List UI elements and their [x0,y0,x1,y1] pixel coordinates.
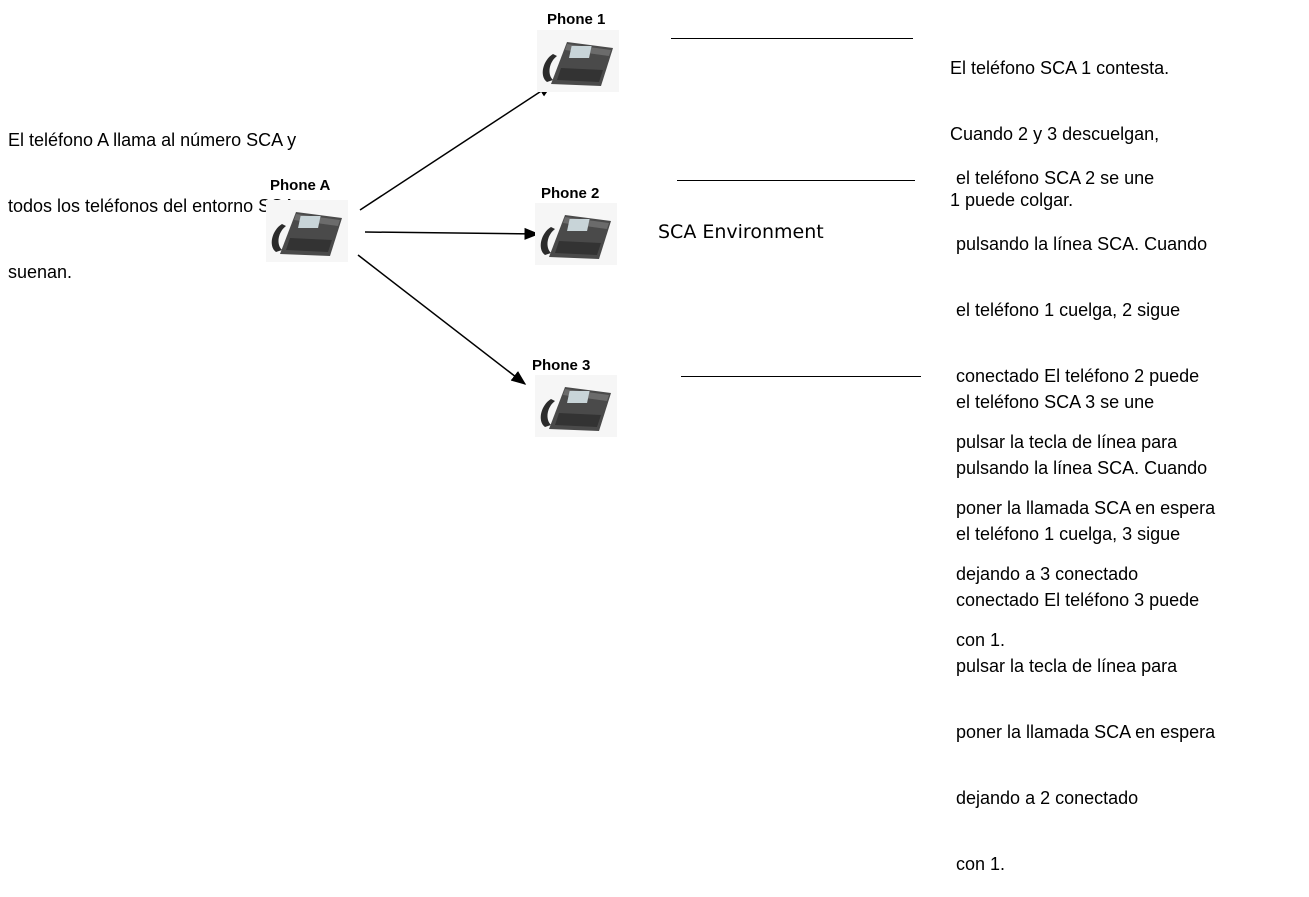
phone-3-label: Phone 3 [532,357,591,374]
note-line: el teléfono 1 cuelga, 3 sigue [956,524,1181,544]
note-line: dejando a 2 conectado [956,788,1139,808]
note-line: el teléfono 1 cuelga, 2 sigue [956,300,1181,320]
arrow-to-phone-1 [359,83,554,211]
note-phone-1: El teléfono SCA 1 contesta. Cuando 2 y 3… [950,13,1169,233]
note-line: conectado El teléfono 2 puede [956,366,1200,386]
note-line: pulsar la tecla de línea para [956,656,1178,676]
note-phone-3: el teléfono SCA 3 se une pulsando la lín… [956,347,1215,897]
note-3-rule [681,376,921,377]
note-2-rule [677,180,915,181]
note-line: con 1. [956,854,1006,874]
desk-phone-icon [537,30,619,92]
note-line: pulsar la tecla de línea para [956,432,1178,452]
arrow-to-phone-2 [364,227,540,240]
phone-a-label: Phone A [270,177,331,194]
phone-2-label: Phone 2 [541,185,600,202]
arrow-to-phone-3 [357,254,527,385]
caller-line: El teléfono A llama al número SCA y [8,130,297,150]
note-line: poner la llamada SCA en espera [956,722,1216,742]
caller-description: El teléfono A llama al número SCA y todo… [8,85,296,305]
note-line: pulsando la línea SCA. Cuando [956,234,1208,254]
sca-environment-label: SCA Environment [658,221,824,243]
caller-line: todos los teléfonos del entorno SCA [8,196,296,216]
note-line: El teléfono SCA 1 contesta. [950,58,1170,78]
phone-1-label: Phone 1 [547,11,606,28]
note-line: poner la llamada SCA en espera [956,498,1216,518]
desk-phone-icon [535,375,617,437]
note-line: 1 puede colgar. [950,190,1074,210]
note-line: el teléfono SCA 2 se une [956,168,1155,188]
note-line: conectado El teléfono 3 puede [956,590,1200,610]
note-line: el teléfono SCA 3 se une [956,392,1155,412]
desk-phone-icon [266,200,348,262]
connector-layer [357,83,554,385]
note-1-rule [671,38,913,39]
desk-phone-icon [535,203,617,265]
caller-line: suenan. [8,262,73,282]
note-line: pulsando la línea SCA. Cuando [956,458,1208,478]
note-line: Cuando 2 y 3 descuelgan, [950,124,1160,144]
